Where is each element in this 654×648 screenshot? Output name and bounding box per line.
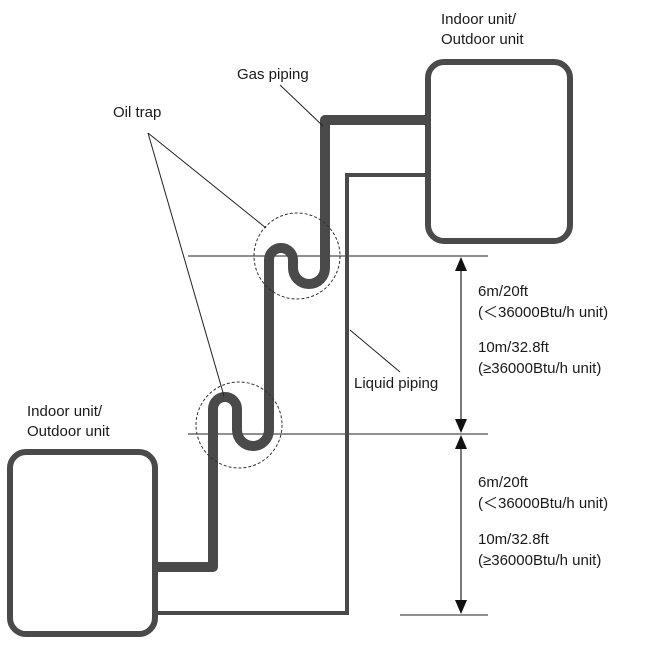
- lower-dim-line1: 6m/20ft: [478, 474, 529, 491]
- oil-trap-leader-lower: [147, 132, 225, 397]
- lower-dimension-arrow-top: [455, 435, 467, 449]
- upper-dim-line3: 10m/32.8ft: [478, 339, 550, 356]
- liquid-piping: [156, 173, 428, 615]
- lower-dim-line4: (≥36000Btu/h unit): [478, 552, 601, 569]
- lower-oil-trap-circle: [195, 381, 283, 469]
- upper-oil-trap-circle: [253, 212, 341, 300]
- lower-dim-line2: (＜36000Btu/h unit): [478, 495, 608, 512]
- upper-dimension-arrow-bottom: [455, 419, 467, 433]
- liquid-piping-label: Liquid piping: [354, 375, 438, 392]
- upper-dim-line2: (＜36000Btu/h unit): [478, 304, 608, 321]
- lower-dim-line3: 10m/32.8ft: [478, 531, 550, 548]
- lower-unit-label-line2: Outdoor unit: [27, 423, 110, 440]
- gas-piping-label: Gas piping: [237, 66, 309, 83]
- oil-trap-leader-upper: [147, 132, 267, 229]
- liquid-piping-leader: [349, 329, 401, 373]
- lower-unit-label-line1: Indoor unit/: [27, 403, 103, 420]
- upper-unit-label-line2: Outdoor unit: [441, 31, 524, 48]
- lower-dimension-arrow-bottom: [455, 600, 467, 614]
- lower-unit-box: [7, 449, 158, 637]
- upper-dim-line4: (≥36000Btu/h unit): [478, 360, 601, 377]
- gas-piping-leader: [279, 84, 324, 127]
- upper-dim-line1: 6m/20ft: [478, 283, 529, 300]
- upper-unit-box: [425, 59, 573, 244]
- oil-trap-label: Oil trap: [113, 104, 161, 121]
- upper-unit-label-line1: Indoor unit/: [441, 11, 517, 28]
- upper-dimension-arrow-top: [455, 257, 467, 271]
- gas-piping: [150, 115, 433, 572]
